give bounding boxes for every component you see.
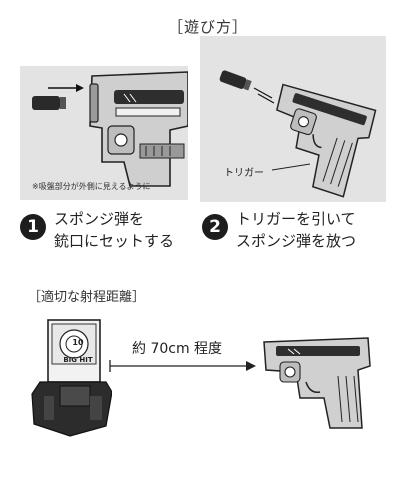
- step-1-line-1: スポンジ弾を: [54, 210, 145, 228]
- distance-label: 約 70cm 程度: [132, 341, 223, 357]
- gun-side-illustration: [263, 337, 371, 429]
- distance-line: [109, 360, 256, 372]
- page-title: ［遊び方］: [168, 18, 249, 36]
- step-1-line-2: 銃口にセットする: [54, 232, 175, 250]
- step-number-1: 1: [20, 214, 46, 240]
- panel-note: ※吸盤部分が外側に見えるように: [32, 182, 151, 191]
- range-heading: ［適切な射程距離］: [28, 290, 146, 305]
- trigger: [312, 134, 322, 149]
- foam-dart: [219, 70, 247, 89]
- panel-fire-dart: トリガー: [200, 36, 386, 202]
- step-2-line-2: スポンジ弾を放つ: [236, 232, 357, 250]
- arrow-right-icon: [246, 361, 256, 371]
- step-number-2: 2: [202, 214, 228, 240]
- gun-muzzle-illustration: [32, 71, 188, 187]
- target-stand-illustration: [31, 319, 112, 437]
- gun-firing-illustration: [219, 70, 377, 198]
- step-2-line-1: トリガーを引いて: [236, 210, 356, 228]
- arrow-right-icon: [76, 84, 84, 92]
- panel-load-dart: ※吸盤部分が外側に見えるように: [20, 66, 188, 200]
- step-1-text: スポンジ弾を 銃口にセットする: [54, 208, 174, 252]
- foam-dart: [32, 96, 60, 110]
- target-label: BIG HIT: [63, 356, 93, 364]
- target-center-number: 10: [72, 338, 84, 347]
- trigger-label: トリガー: [224, 168, 264, 179]
- step-2-text: トリガーを引いて スポンジ弾を放つ: [236, 208, 356, 252]
